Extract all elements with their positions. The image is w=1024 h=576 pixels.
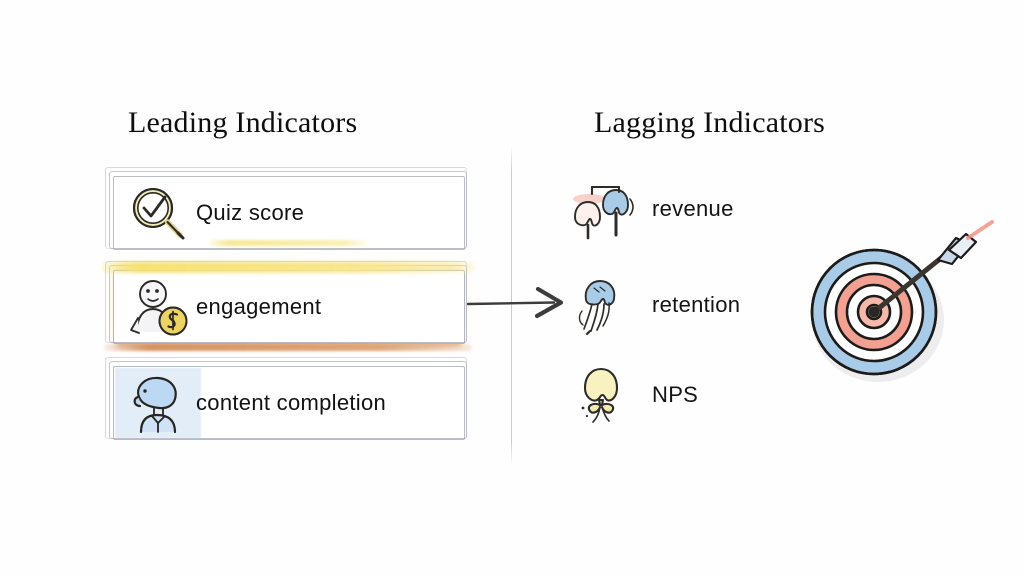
balloon-bow-icon [566, 362, 638, 428]
list-item[interactable]: NPS [566, 362, 698, 428]
list-item-label: retention [652, 292, 741, 317]
column-divider [511, 146, 512, 466]
list-item-label: content completion [196, 390, 387, 415]
highlight-top-marker [102, 262, 474, 273]
list-item-label: NPS [652, 382, 699, 407]
list-item[interactable]: revenue [566, 176, 734, 242]
marker-underline [209, 240, 369, 246]
list-item[interactable]: Quiz score [105, 167, 467, 250]
list-item[interactable]: content completion [105, 357, 467, 440]
person-bust-icon [118, 368, 196, 438]
lagging-indicators-heading: Lagging Indicators [594, 106, 826, 139]
list-item-label: Quiz score [196, 200, 305, 225]
leading-indicators-list: Quiz score [102, 160, 475, 450]
person-money-icon [118, 272, 196, 342]
balloons-pin-icon [566, 176, 638, 242]
list-item-label: engagement [196, 294, 322, 319]
bullseye-target-icon [806, 212, 1006, 392]
magnifier-check-icon [118, 178, 196, 248]
highlight-bottom-marker [104, 344, 472, 351]
leading-indicators-heading: Leading Indicators [128, 106, 358, 139]
list-item-label: revenue [652, 196, 734, 221]
list-item[interactable]: retention [566, 272, 740, 338]
list-item[interactable]: engagement [102, 261, 474, 351]
jellyfish-icon [566, 272, 638, 338]
flow-arrow [466, 283, 570, 323]
